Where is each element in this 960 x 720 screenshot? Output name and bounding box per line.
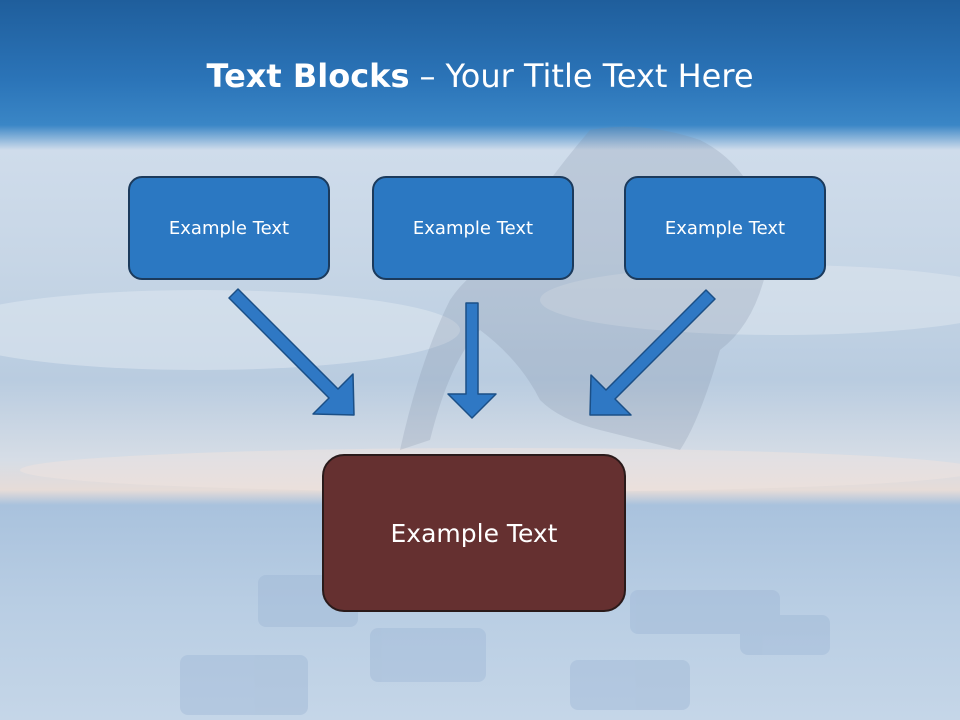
text-block-2-label: Example Text — [412, 217, 534, 239]
title-separator: – — [419, 57, 436, 95]
arrow-left — [228, 288, 355, 416]
text-block-1[interactable]: Example Text — [128, 176, 330, 280]
text-block-2[interactable]: Example Text — [372, 176, 574, 280]
target-text-block[interactable]: Example Text — [322, 454, 626, 612]
title-rest: Your Title Text Here — [445, 57, 754, 95]
arrow-center — [447, 302, 497, 419]
arrow-right — [589, 289, 716, 416]
title-bold: Text Blocks — [206, 57, 410, 95]
text-block-3[interactable]: Example Text — [624, 176, 826, 280]
text-block-1-label: Example Text — [168, 217, 290, 239]
target-text-block-label: Example Text — [390, 518, 558, 548]
slide-title: Text Blocks – Your Title Text Here — [0, 52, 960, 100]
text-block-3-label: Example Text — [664, 217, 786, 239]
